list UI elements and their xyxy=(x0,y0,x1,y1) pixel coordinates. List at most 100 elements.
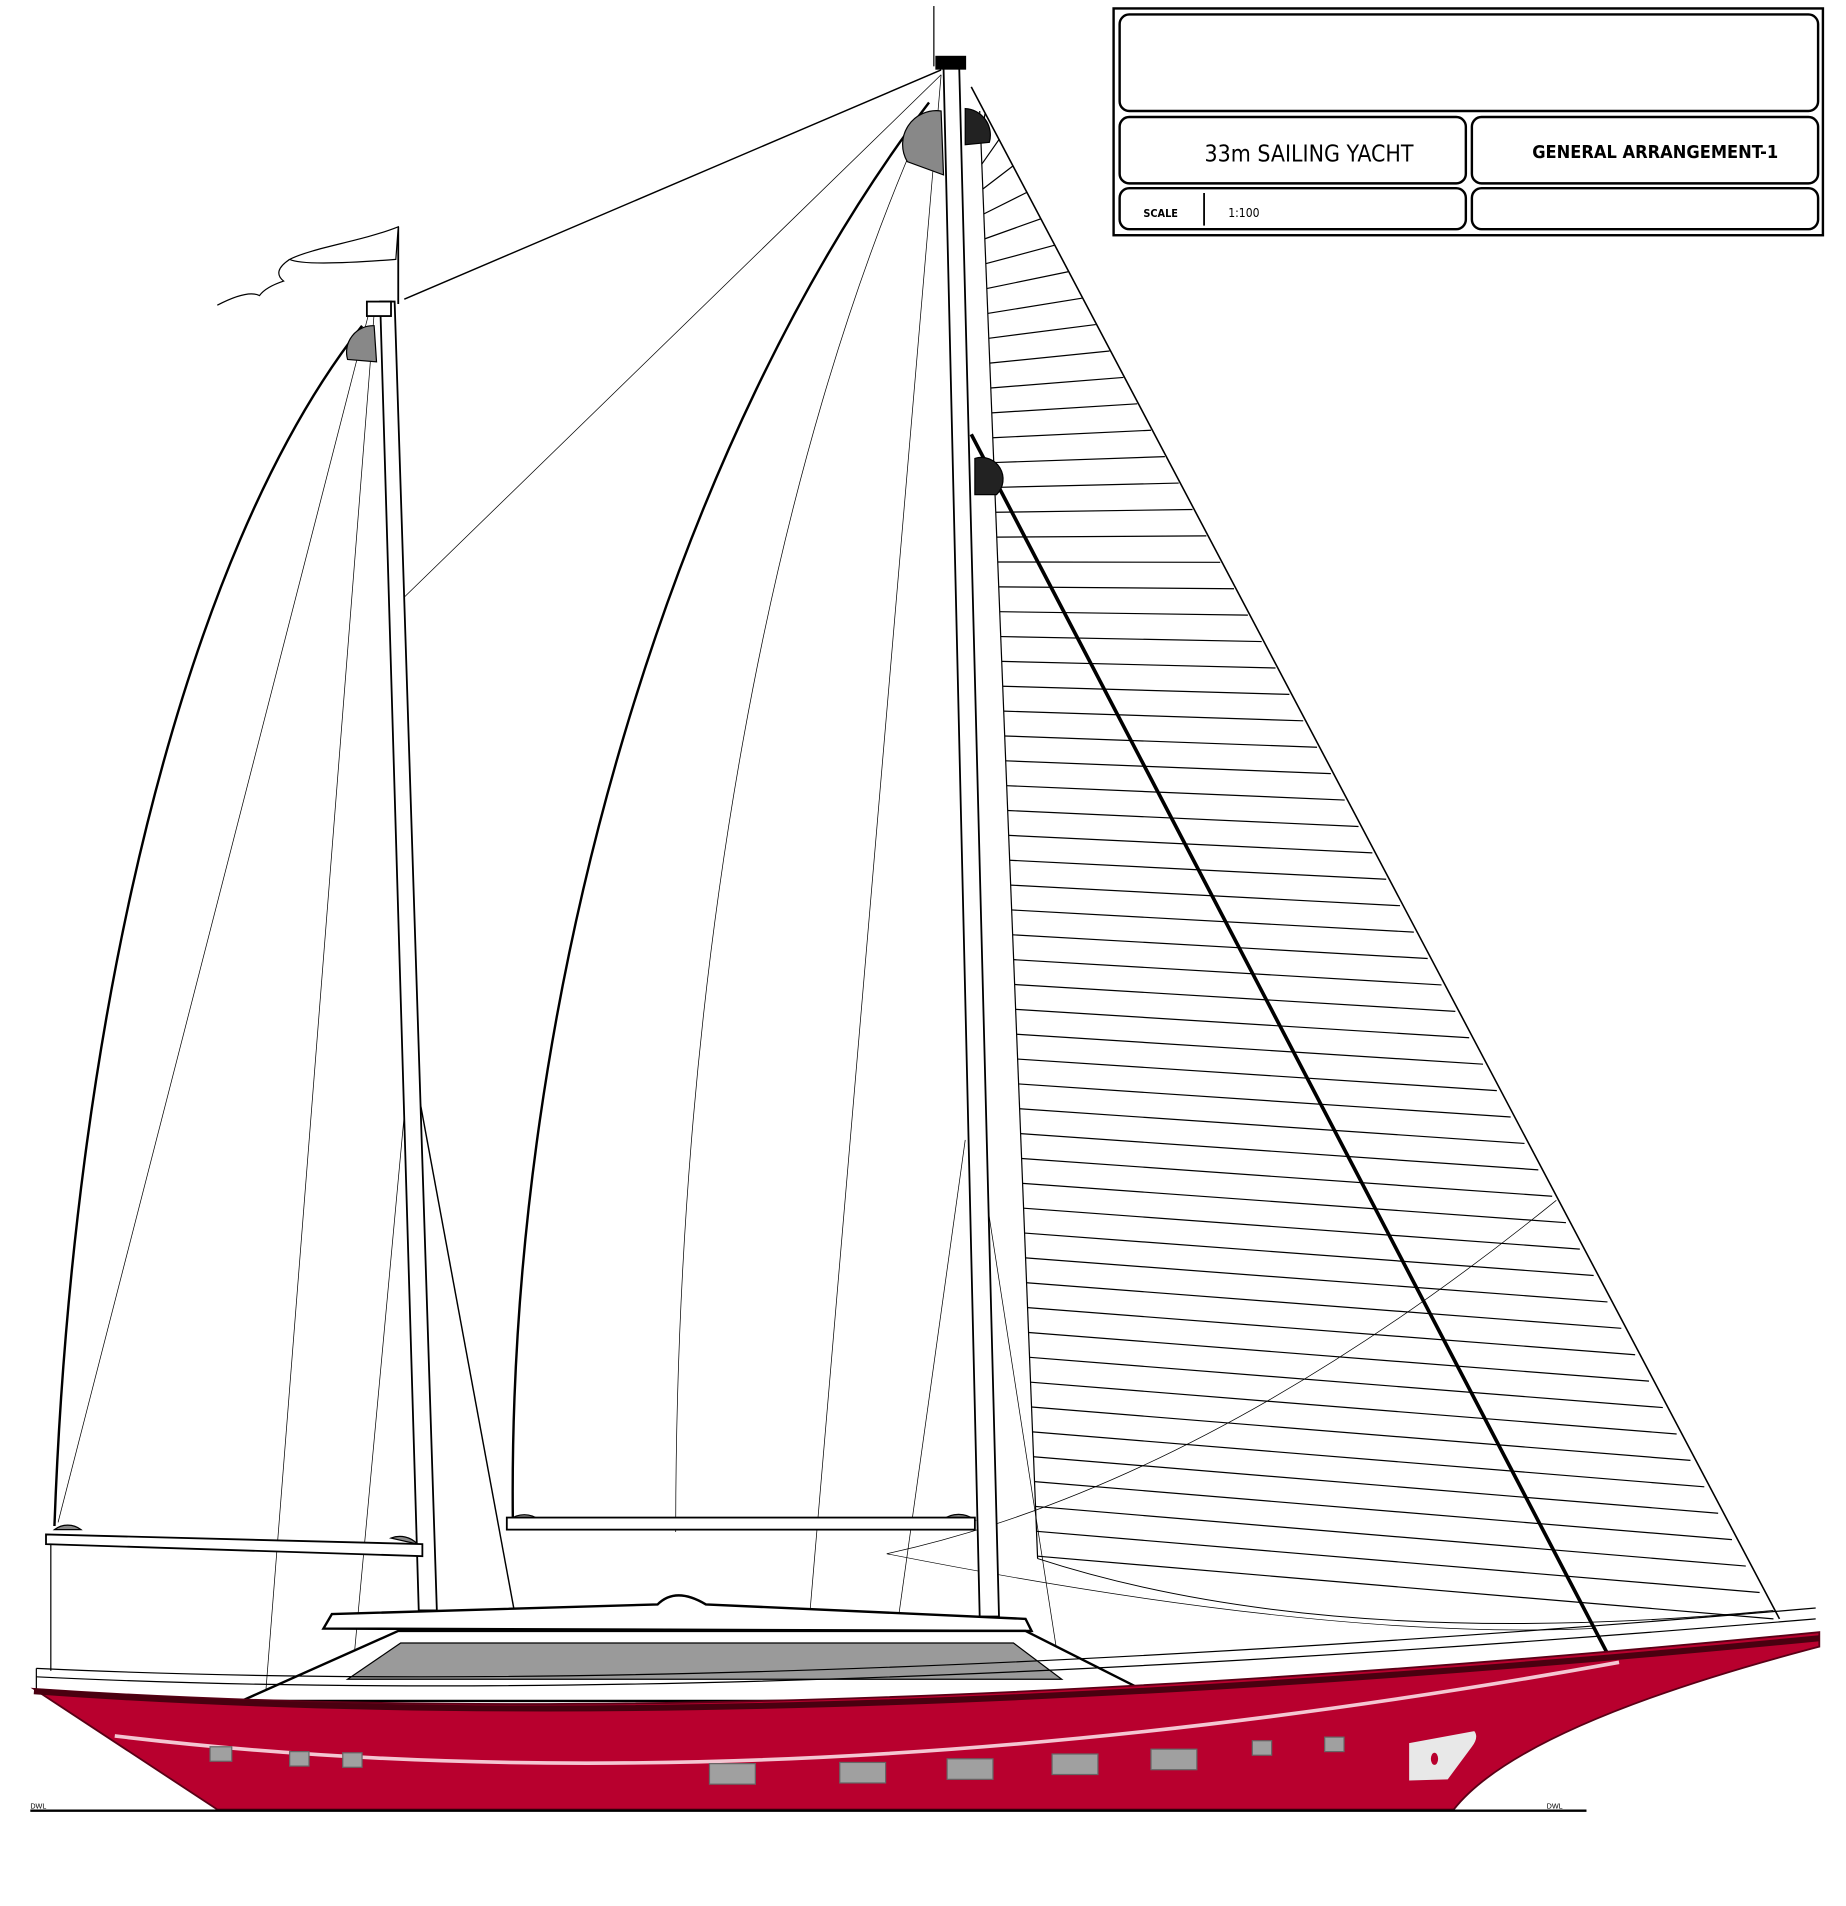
hatch-line xyxy=(996,535,1207,538)
hatch-line xyxy=(1030,1381,1677,1435)
staysail-foot-curve xyxy=(1037,1558,1774,1624)
hatch-line xyxy=(1015,1008,1470,1039)
jib-sheet xyxy=(886,1553,1593,1631)
hatch-line xyxy=(995,508,1193,513)
mainsail-luff xyxy=(675,114,927,1533)
jib-head-patch xyxy=(964,107,991,146)
hawse-hole xyxy=(1430,1752,1439,1765)
hatch-line xyxy=(1025,1257,1608,1303)
mizzen-tack-patch xyxy=(388,1535,420,1546)
title-block-frame xyxy=(1112,7,1825,237)
inner-forestay xyxy=(969,433,1609,1654)
shroud-main-1 xyxy=(802,74,942,1701)
dwl-label-aft: DWL xyxy=(30,1801,46,1810)
shroud-mizzen-2 xyxy=(349,1049,411,1701)
shroud-mizzen-1 xyxy=(265,313,375,1695)
sheer-line xyxy=(33,1635,1820,1712)
porthole xyxy=(289,1750,310,1767)
shroud-main-2 xyxy=(886,1139,966,1701)
backstay-mizzen xyxy=(57,315,369,1523)
hatch-line xyxy=(1006,785,1345,801)
porthole xyxy=(839,1761,887,1784)
hatch-line xyxy=(1035,1505,1746,1567)
scale-label: SCALE xyxy=(1143,207,1178,220)
dwl-label-fwd: DWL xyxy=(1547,1801,1563,1810)
porthole xyxy=(1324,1736,1345,1753)
hatch-line xyxy=(1008,834,1373,854)
hatch-line xyxy=(989,350,1110,364)
hatch-line xyxy=(1036,1530,1760,1594)
mid-rail xyxy=(36,1618,1816,1687)
hatch-line xyxy=(1016,1033,1484,1065)
hatch-line xyxy=(1014,983,1456,1012)
backstay-main xyxy=(404,74,942,598)
shroud-main-3 xyxy=(976,1139,1063,1683)
jib-leech xyxy=(979,110,1039,1559)
hatch-line xyxy=(1009,859,1387,880)
title-block-empty-box xyxy=(1470,186,1820,231)
porthole xyxy=(1150,1748,1198,1771)
hatch-line xyxy=(1019,1108,1525,1145)
flag xyxy=(288,225,399,264)
hatch-line xyxy=(1028,1331,1650,1382)
masts xyxy=(217,6,1000,1618)
hatch-line xyxy=(981,139,1000,165)
mizzen-mast xyxy=(379,300,438,1612)
hatch-line xyxy=(1029,1356,1663,1409)
title-block-scale-box xyxy=(1118,186,1468,231)
title-block-drawing-box xyxy=(1470,115,1820,185)
staysail-head-patch xyxy=(974,456,1004,496)
hatch-line xyxy=(1001,660,1276,669)
hatch-line xyxy=(983,191,1027,215)
hatch-line xyxy=(990,376,1124,389)
hatch-line xyxy=(1017,1058,1497,1092)
mainsail-leech xyxy=(511,101,930,1520)
mizzen-sail-leech xyxy=(53,324,364,1527)
hatch-line xyxy=(1022,1182,1567,1224)
hatch-line xyxy=(1026,1282,1622,1329)
porthole xyxy=(342,1752,363,1768)
flag-streamer xyxy=(217,258,291,306)
title-block-project-box xyxy=(1118,115,1468,185)
hatch-line xyxy=(994,482,1179,489)
hatch-line xyxy=(999,611,1248,616)
hatch-line xyxy=(1005,760,1331,775)
project-title: 33m SAILING YACHT xyxy=(1205,142,1414,168)
main-boom xyxy=(505,1516,976,1531)
porthole xyxy=(1051,1753,1099,1776)
porthole xyxy=(209,1746,233,1762)
hatch-line xyxy=(993,456,1165,464)
hatch-line xyxy=(982,165,1014,190)
hatch-line xyxy=(1037,1555,1774,1620)
hatch-line xyxy=(1031,1406,1691,1462)
hatch-line xyxy=(1013,959,1442,986)
mizzen-head xyxy=(365,300,392,317)
hatch-line xyxy=(1007,809,1359,828)
hatch-line xyxy=(984,218,1041,240)
sail-corner-patches xyxy=(52,107,1004,1546)
hull-stripe xyxy=(114,1660,1620,1765)
mast-head xyxy=(935,55,967,70)
hawse-plate xyxy=(1409,1731,1477,1781)
hatch-line xyxy=(1000,635,1262,643)
hatch-line xyxy=(1027,1307,1636,1356)
hatch-line xyxy=(1024,1232,1594,1277)
main-mast xyxy=(942,65,1000,1618)
main-head-patch xyxy=(902,110,945,176)
title-block-top-box xyxy=(1118,13,1820,113)
drawing-title: GENERAL ARRANGEMENT-1 xyxy=(1532,142,1778,163)
hatch-line xyxy=(1032,1431,1705,1488)
hatch-line xyxy=(998,586,1235,590)
hatch-line xyxy=(1020,1133,1539,1171)
hatch-line xyxy=(985,244,1055,265)
title-block xyxy=(1112,7,1825,237)
hatch-line xyxy=(1033,1456,1719,1514)
hatch-line xyxy=(1034,1480,1733,1541)
deckhouse-windows xyxy=(345,1642,1064,1680)
porthole xyxy=(1251,1740,1273,1756)
hatch-line xyxy=(987,297,1082,315)
mizzen-boom xyxy=(45,1533,424,1558)
top-rail xyxy=(36,1607,1816,1678)
hatch-line xyxy=(992,429,1152,439)
